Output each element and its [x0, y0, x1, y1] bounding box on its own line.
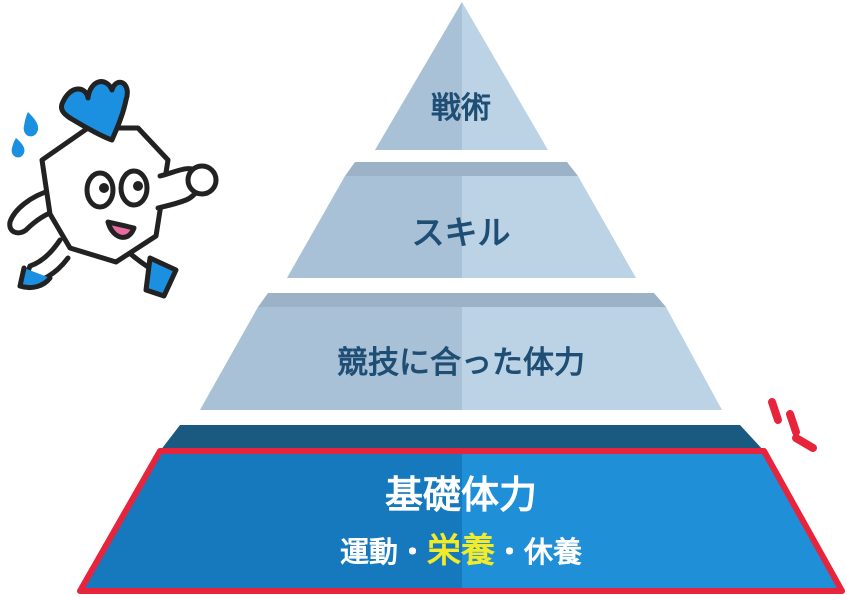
base-subtitle: 運動・栄養・休養 — [340, 531, 583, 571]
tier-3-label: 競技に合った体力 — [337, 345, 585, 381]
pyramid-tier-3: 競技に合った体力 — [200, 293, 722, 410]
base-subtitle-part1: 運動・ — [340, 535, 427, 569]
tier-2-label: スキル — [412, 213, 511, 252]
sweat-drops-icon — [11, 112, 39, 158]
running-mascot-icon — [7, 79, 219, 299]
pyramid-tier-2: スキル — [287, 162, 636, 278]
base-title: 基礎体力 — [385, 473, 537, 517]
base-subtitle-part2: ・休養 — [495, 535, 583, 569]
base-highlight-outline — [77, 448, 845, 594]
base-subtitle-highlight: 栄養 — [427, 531, 495, 571]
pyramid-tier-1: 戦術 — [375, 2, 548, 150]
emphasis-lines-icon — [768, 398, 817, 452]
tier-1-label: 戦術 — [431, 91, 491, 126]
pyramid-base-tier: 基礎体力 運動・栄養・休養 — [77, 425, 845, 594]
